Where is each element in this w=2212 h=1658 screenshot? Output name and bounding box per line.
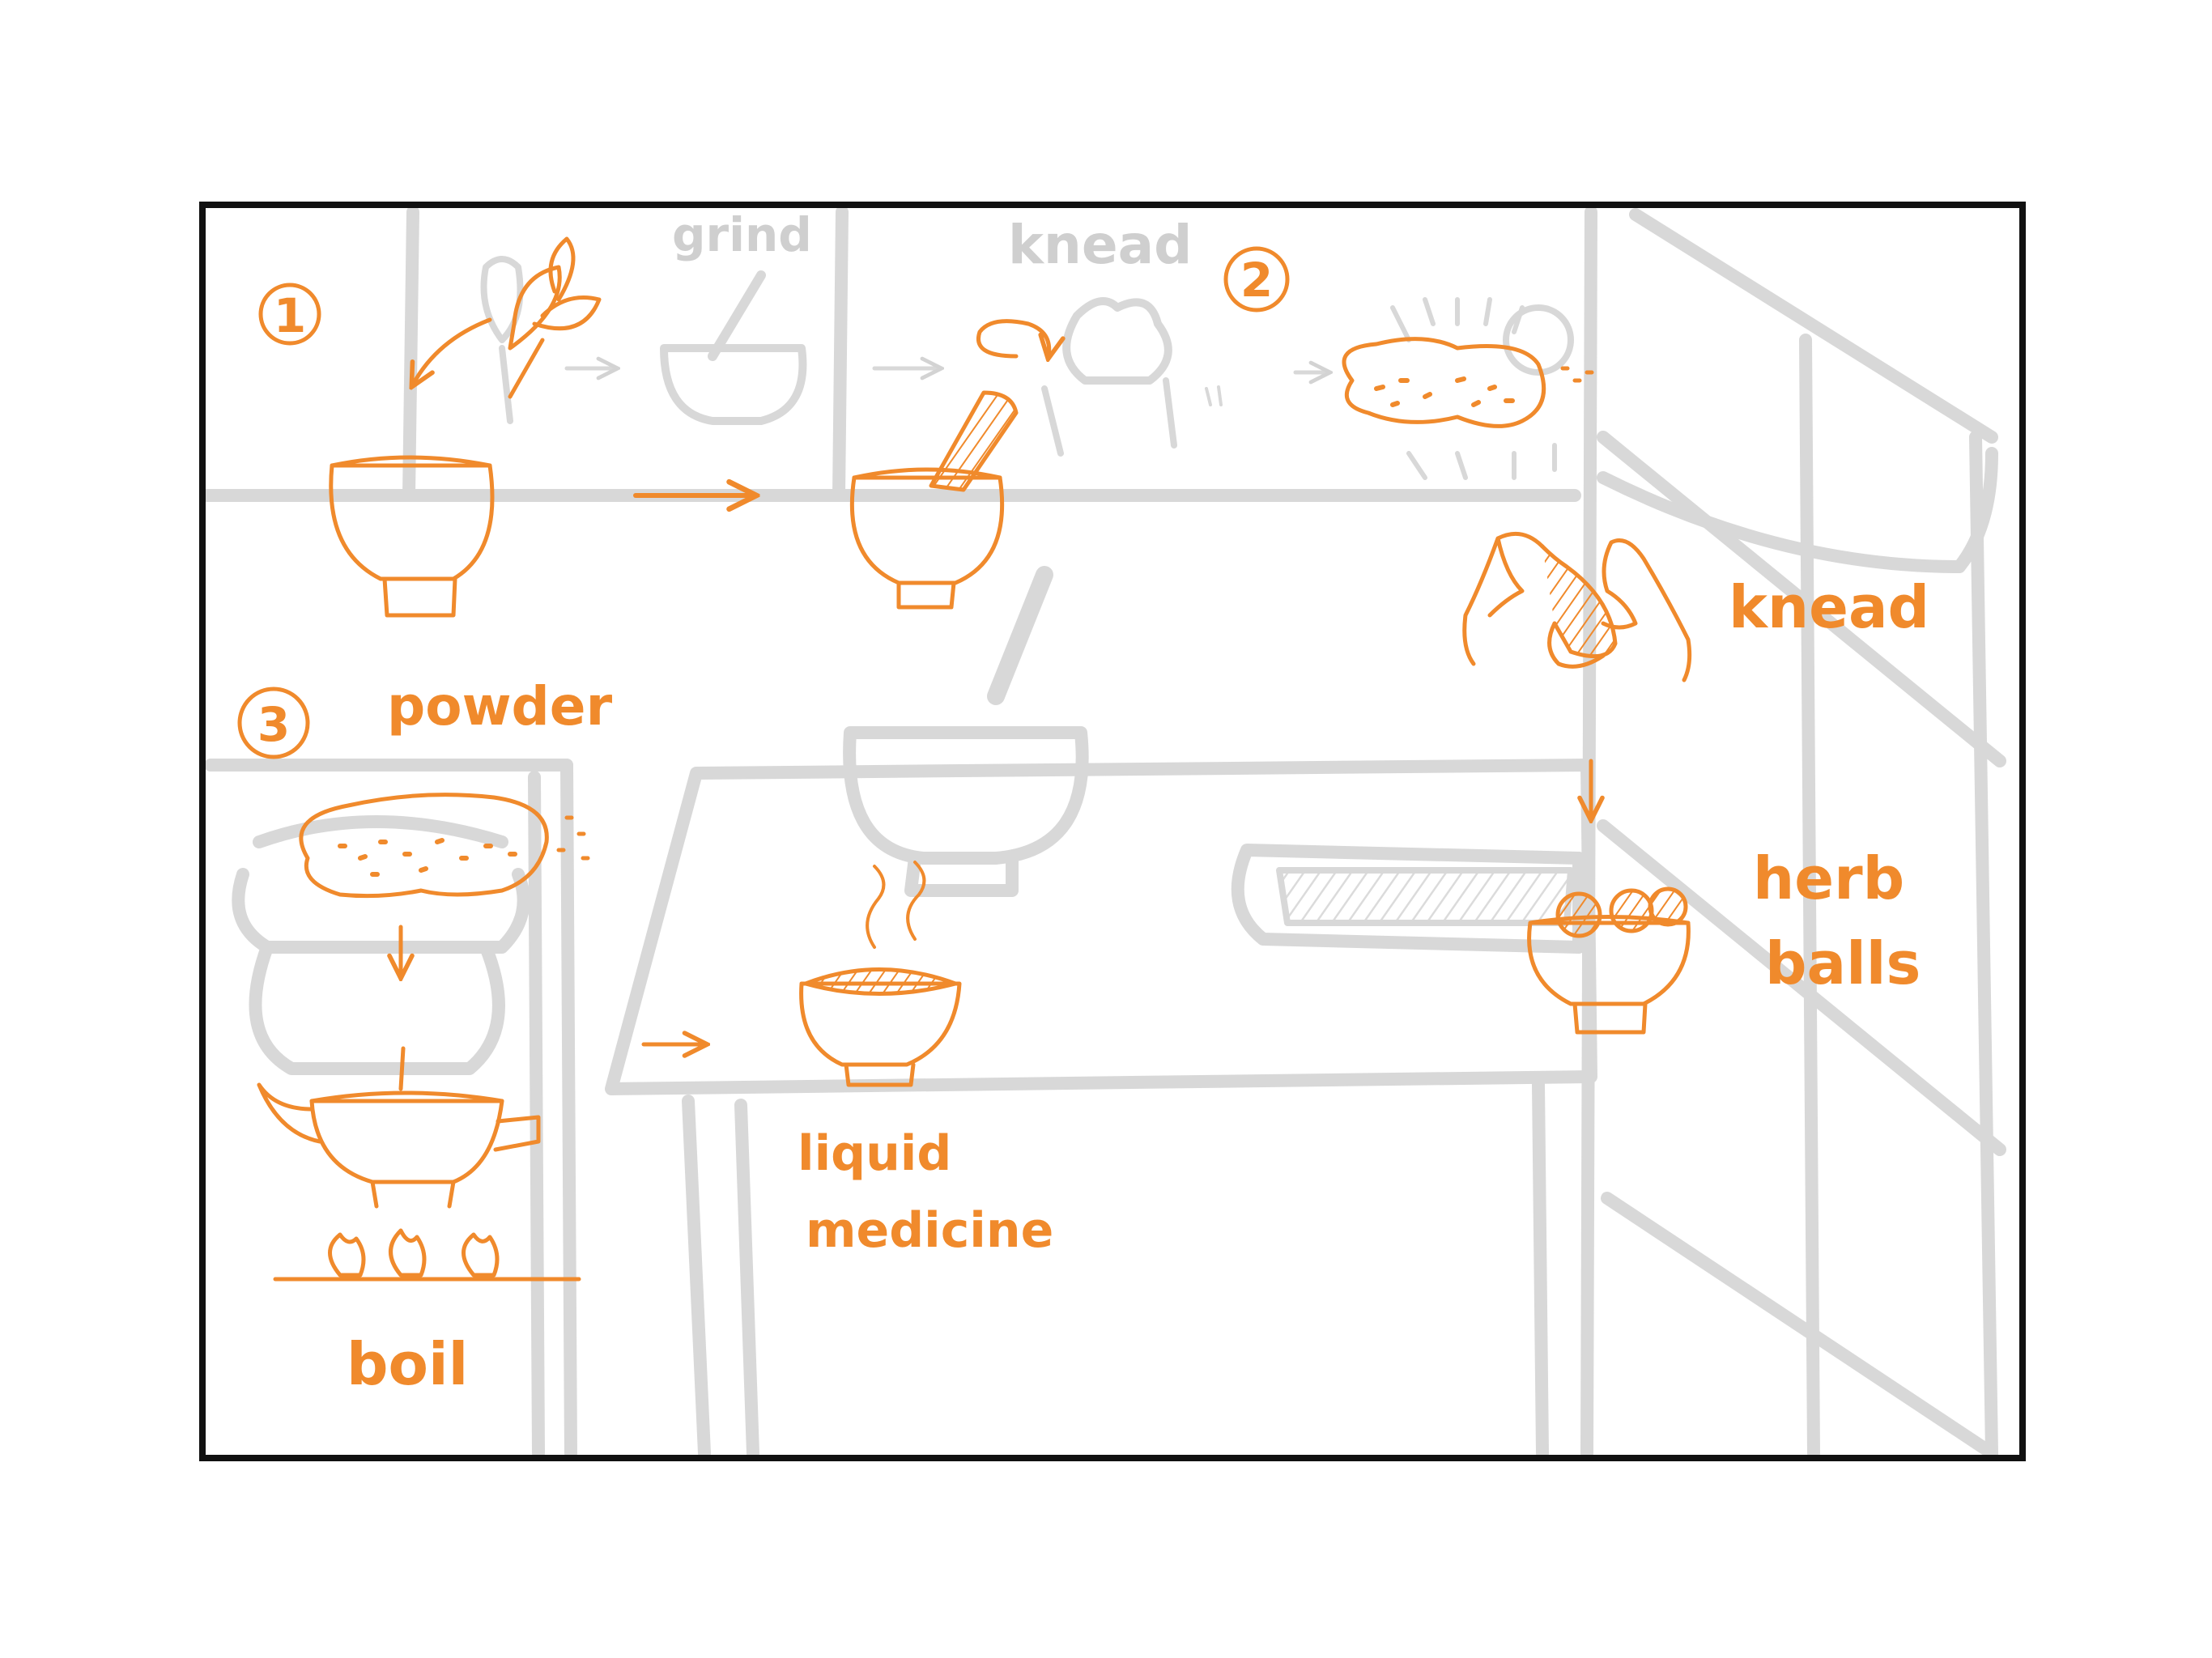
label-herb-balls-line1: herb [1753, 844, 1904, 912]
label-knead: knead [1729, 573, 1929, 641]
herb-leaves-icon [508, 236, 602, 399]
bowl-icon [329, 455, 495, 618]
ghost-label-grind: grind [672, 207, 812, 262]
label-herb-balls-line2: balls [1765, 929, 1921, 997]
herb-balls-bowl-icon [1527, 886, 1691, 1035]
step-1-marker: 1 [258, 283, 321, 346]
background-sketch [202, 206, 2006, 1458]
panel-frame [199, 202, 2026, 1461]
step-3-marker: 3 [237, 687, 310, 759]
svg-text:2: 2 [1240, 253, 1273, 308]
label-liquid-medicine-line2: medicine [806, 1202, 1053, 1259]
label-liquid-medicine-line1: liquid [798, 1125, 951, 1182]
mortar-pestle-icon [849, 390, 1019, 610]
label-powder: powder [387, 675, 613, 738]
kneading-hands-icon [1462, 531, 1692, 682]
liquid-medicine-bowl-icon [799, 861, 962, 1087]
step-2-marker: 2 [1223, 246, 1290, 312]
powder-pile-icon [299, 793, 590, 899]
rotate-arrow-icon [976, 319, 1049, 356]
table-top [605, 759, 1597, 1095]
ghost-label-knead: knead [1008, 214, 1192, 276]
boiling-pot-icon [257, 1046, 581, 1282]
label-boil: boil [347, 1330, 468, 1398]
svg-text:1: 1 [274, 288, 306, 343]
dough-pile-icon [1342, 337, 1594, 428]
curved-arrow-into-bowl [413, 317, 492, 385]
flame-icon [328, 1228, 500, 1278]
svg-text:3: 3 [257, 697, 290, 752]
